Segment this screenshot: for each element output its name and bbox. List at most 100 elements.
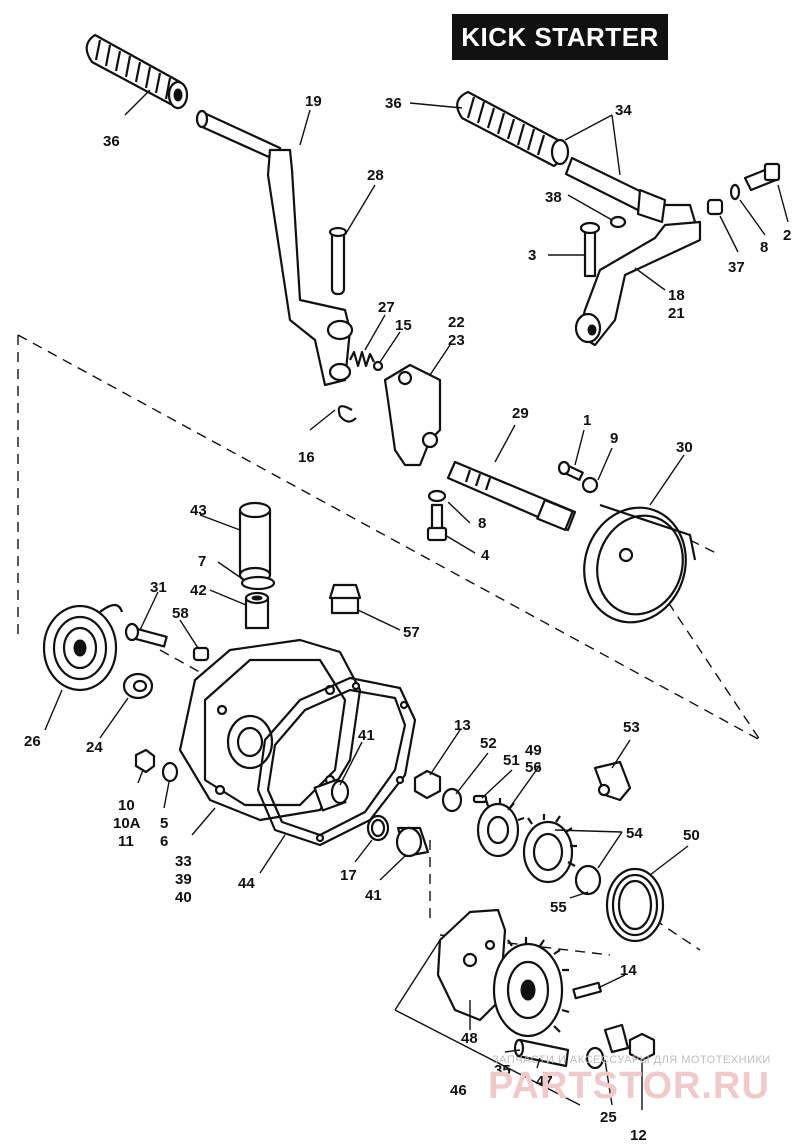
callout-3: 3 (528, 247, 536, 264)
detent-ball (372, 360, 384, 372)
callout-31: 31 (150, 579, 167, 596)
callout-8-top: 8 (760, 239, 768, 256)
watermark-caption: ЗАПЧАСТИ И АКСЕССУАРЫ ДЛЯ МОТОТЕХНИКИ (492, 1054, 771, 1066)
watermark: ЗАПЧАСТИ И АКСЕССУАРЫ ДЛЯ МОТОТЕХНИКИ PA… (488, 1054, 771, 1107)
callout-35: 35 (494, 1062, 511, 1079)
callout-40: 40 (175, 889, 192, 906)
callout-44: 44 (238, 875, 255, 892)
callout-27: 27 (378, 299, 395, 316)
sleeve-43 (238, 501, 272, 584)
callout-13: 13 (454, 717, 471, 734)
screw-1 (557, 460, 584, 481)
callout-6: 6 (160, 833, 168, 850)
washer-24 (122, 672, 154, 700)
callout-1: 1 (583, 412, 591, 429)
filler-plug (328, 583, 362, 615)
callout-57: 57 (403, 624, 420, 641)
washer-8 (729, 183, 741, 201)
callout-50: 50 (683, 827, 700, 844)
bolt-3 (579, 221, 601, 278)
washer-8b (427, 489, 447, 503)
watermark-brand: PARTSTOR.RU (488, 1065, 770, 1107)
callout-21: 21 (668, 305, 685, 322)
lever-clamp (383, 363, 442, 467)
bushing-55 (574, 864, 602, 896)
callout-16: 16 (298, 449, 315, 466)
callout-23: 23 (448, 332, 465, 349)
bushing-41a (313, 778, 350, 812)
callout-9: 9 (610, 430, 618, 447)
nut-12 (628, 1032, 656, 1062)
detent-spring (349, 350, 375, 368)
lockwasher-9 (581, 476, 599, 494)
callout-18: 18 (668, 287, 685, 304)
fitting-58 (192, 646, 210, 662)
callout-36-left: 36 (103, 133, 120, 150)
kick-shaft (446, 460, 577, 532)
callout-52: 52 (480, 735, 497, 752)
torsion-spring-50 (605, 867, 665, 943)
clutch-gear-49 (476, 798, 525, 858)
callout-2: 2 (783, 227, 791, 244)
callout-55: 55 (550, 899, 567, 916)
spacer-37 (706, 198, 724, 216)
bracket-53 (593, 760, 632, 802)
callout-41-top: 41 (358, 727, 375, 744)
callout-48: 48 (461, 1030, 478, 1047)
callout-15: 15 (395, 317, 412, 334)
kick-lever (195, 109, 354, 387)
callout-30: 30 (676, 439, 693, 456)
bolt-14 (572, 981, 602, 1000)
callout-34: 34 (615, 102, 632, 119)
callout-26: 26 (24, 733, 41, 750)
gear-housing (178, 638, 362, 822)
bushing-42 (244, 591, 270, 630)
callout-41-bottom: 41 (365, 887, 382, 904)
callout-51: 51 (503, 752, 520, 769)
bolt-4 (426, 503, 448, 542)
callout-24: 24 (86, 739, 103, 756)
callout-56: 56 (525, 759, 542, 776)
callout-38: 38 (545, 189, 562, 206)
ring-17 (366, 814, 390, 842)
callout-12: 12 (630, 1127, 647, 1144)
callout-4: 4 (481, 547, 490, 564)
callout-36-right: 36 (385, 95, 402, 112)
bolt-31 (124, 622, 168, 648)
lever-arm (574, 203, 702, 347)
callout-labels: 36 19 28 36 34 38 2 3 37 8 18 21 27 15 2… (24, 93, 791, 1144)
callout-33: 33 (175, 853, 192, 870)
ratchet-plate-48 (436, 908, 507, 1022)
washer-52 (441, 787, 463, 813)
bolt-2 (743, 162, 781, 192)
callout-22: 22 (448, 314, 465, 331)
starter-gear-54 (522, 814, 577, 884)
callout-14: 14 (620, 962, 637, 979)
callout-37: 37 (728, 259, 745, 276)
leader-lines (44, 89, 789, 1110)
callout-28: 28 (367, 167, 384, 184)
assembly-dashed-lines (17, 334, 761, 956)
callout-19: 19 (305, 93, 322, 110)
callout-39: 39 (175, 871, 192, 888)
housing-gasket (256, 676, 417, 847)
footpeg (564, 156, 667, 224)
kick-gear-46 (492, 937, 570, 1038)
return-spring (42, 603, 124, 692)
callout-49: 49 (525, 742, 542, 759)
bushing-41b (395, 826, 430, 858)
cover-30 (583, 503, 697, 624)
grip-rubber-right (456, 90, 570, 168)
callout-8-mid: 8 (478, 515, 486, 532)
grip-rubber-left (85, 33, 189, 110)
callout-7: 7 (198, 553, 206, 570)
callout-43: 43 (190, 502, 207, 519)
callout-46: 46 (450, 1082, 467, 1099)
callout-10a: 10A (113, 815, 141, 832)
callout-10: 10 (118, 797, 135, 814)
callout-47: 47 (536, 1073, 553, 1090)
washer-5 (161, 761, 179, 783)
callout-25: 25 (600, 1109, 617, 1126)
nut-13 (413, 769, 442, 800)
